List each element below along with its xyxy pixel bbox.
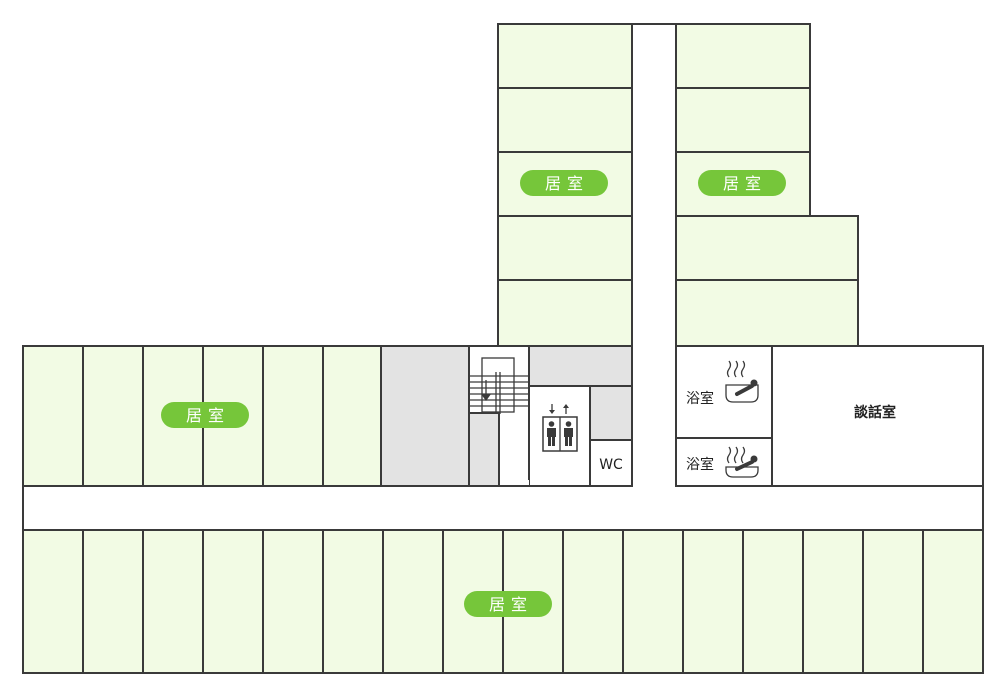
service-room (380, 345, 470, 487)
svg-text:居室: 居室 (489, 595, 533, 614)
label-residence-upper-left: 居室 (520, 170, 608, 196)
label-residence-middle-left: 居室 (161, 402, 249, 428)
room (922, 529, 984, 674)
label-wc: WC (599, 457, 623, 473)
label-residence-bottom: 居室 (464, 591, 552, 617)
main-corridor (22, 485, 984, 531)
bath-lounge-area (675, 345, 984, 487)
bath-icon (725, 360, 759, 403)
room (675, 23, 811, 89)
label-lounge: 談話室 (854, 404, 896, 421)
service-room (468, 412, 500, 487)
bath-room-1 (675, 345, 773, 439)
upper-right-wing (675, 23, 859, 347)
room (682, 529, 744, 674)
svg-text:居室: 居室 (723, 174, 767, 193)
room (562, 529, 624, 674)
service-area (380, 345, 633, 488)
label-residence-upper-right: 居室 (698, 170, 786, 196)
room (742, 529, 804, 674)
doorway (512, 480, 529, 488)
room (802, 529, 864, 674)
room (497, 215, 633, 281)
svg-text:居室: 居室 (545, 174, 589, 193)
bath-room-2 (675, 437, 773, 487)
room (82, 529, 144, 674)
room (622, 529, 684, 674)
room (262, 529, 324, 674)
elevator-icon (542, 404, 578, 452)
corridor-junction (633, 484, 675, 488)
room (675, 279, 859, 347)
room (497, 279, 633, 347)
room (382, 529, 444, 674)
svg-text:居室: 居室 (186, 406, 230, 425)
bath-icon (725, 446, 759, 478)
room (675, 87, 811, 153)
room (497, 23, 633, 89)
service-room (528, 345, 633, 387)
service-room (589, 385, 633, 441)
room (497, 87, 633, 153)
room (142, 529, 204, 674)
stairs-icon (469, 357, 529, 414)
label-bath-2: 浴室 (686, 456, 714, 473)
room (22, 345, 84, 487)
room (862, 529, 924, 674)
room (22, 529, 84, 674)
room (322, 345, 382, 487)
room (82, 345, 144, 487)
room (322, 529, 384, 674)
label-bath-1: 浴室 (686, 390, 714, 407)
room (675, 215, 859, 281)
room (202, 529, 264, 674)
middle-left-wing (22, 345, 382, 487)
room (262, 345, 324, 487)
